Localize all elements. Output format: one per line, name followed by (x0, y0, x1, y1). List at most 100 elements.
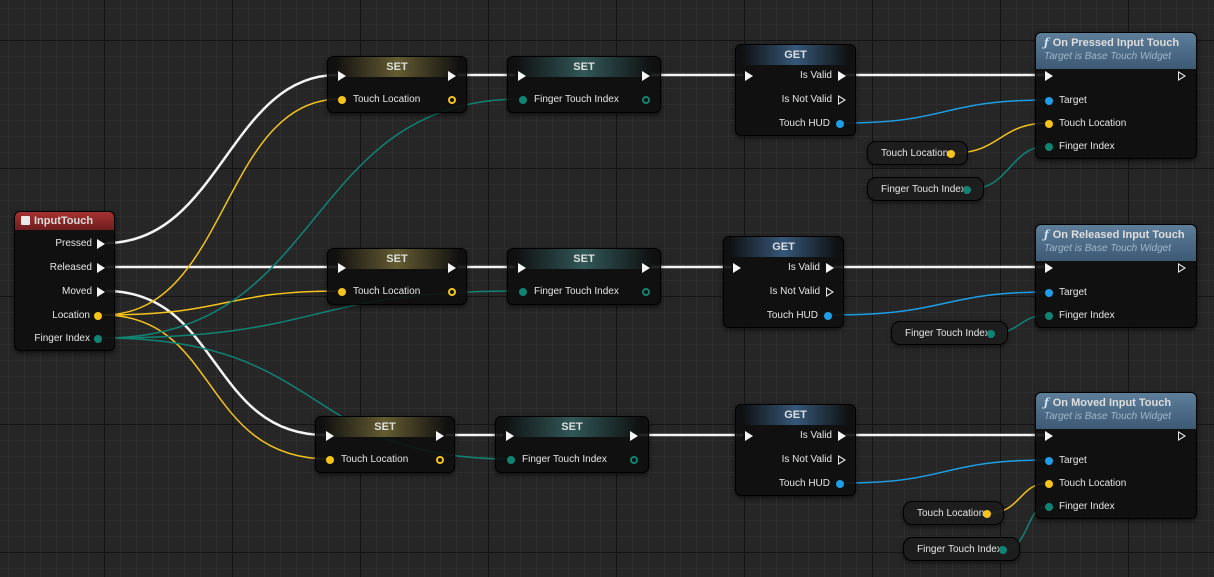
vector-wire (102, 98, 342, 316)
set-node-header: SET (508, 249, 660, 269)
function-title: On Released Input Touch (1052, 229, 1185, 241)
set-var-label: Finger Touch Index (522, 454, 607, 465)
function-icon: ƒ (1044, 228, 1049, 241)
finger-index-pin[interactable] (94, 335, 102, 343)
exec-in-pin[interactable] (745, 71, 753, 81)
pin-label-moved: Moved (61, 286, 92, 297)
set-finger-touch-index-node-moved[interactable]: SET Finger Touch Index (495, 416, 649, 473)
exec-in-pin[interactable] (1045, 431, 1053, 441)
exec-in-pin[interactable] (518, 71, 526, 81)
get-touch-hud-node-released[interactable]: GET Is Valid Is Not Valid Touch HUD (723, 236, 844, 328)
target-pin[interactable] (1045, 97, 1053, 105)
finger-index-out-pin[interactable] (999, 546, 1007, 554)
touch-location-out-pin[interactable] (983, 510, 991, 518)
finger-index-out-pin[interactable] (963, 186, 971, 194)
set-touch-location-node-moved[interactable]: SET Touch Location (315, 416, 455, 473)
exec-in-pin[interactable] (506, 431, 514, 441)
touch-location-getter[interactable]: Touch Location (867, 141, 968, 165)
pin-label-released: Released (49, 262, 92, 273)
exec-out-pin[interactable] (630, 431, 638, 441)
vector-wire (102, 314, 330, 460)
exec-wire (105, 73, 338, 245)
finger-index-pin[interactable] (1045, 143, 1053, 151)
exec-in-pin[interactable] (1045, 263, 1053, 273)
set-touch-location-node-pressed[interactable]: SET Touch Location (327, 56, 467, 113)
getter-label: Finger Touch Index (905, 328, 990, 339)
target-pin[interactable] (1045, 457, 1053, 465)
finger-index-out-pin[interactable] (642, 96, 650, 104)
touch-location-out-pin[interactable] (436, 456, 444, 464)
finger-index-out-pin[interactable] (630, 456, 638, 464)
input-touch-event-node[interactable]: InputTouch Pressed Released Moved Locati… (14, 211, 115, 351)
touch-location-pin[interactable] (1045, 480, 1053, 488)
is-valid-label: Is Valid (799, 70, 832, 81)
finger-index-out-pin[interactable] (987, 330, 995, 338)
set-node-header: SET (496, 417, 648, 437)
is-valid-exec-pin[interactable] (826, 263, 834, 273)
set-finger-touch-index-node-pressed[interactable]: SET Finger Touch Index (507, 56, 661, 113)
is-not-valid-exec-pin[interactable] (838, 455, 846, 465)
finger-index-in-pin[interactable] (507, 456, 515, 464)
touch-location-out-pin[interactable] (448, 288, 456, 296)
exec-in-pin[interactable] (326, 431, 334, 441)
get-touch-hud-node-moved[interactable]: GET Is Valid Is Not Valid Touch HUD (735, 404, 856, 496)
touch-location-out-pin[interactable] (947, 150, 955, 158)
get-touch-hud-node-pressed[interactable]: GET Is Valid Is Not Valid Touch HUD (735, 44, 856, 136)
touch-location-in-pin[interactable] (338, 96, 346, 104)
finger-index-in-pin[interactable] (519, 288, 527, 296)
exec-out-pin[interactable] (642, 71, 650, 81)
touch-location-in-pin[interactable] (326, 456, 334, 464)
target-label: Target (1059, 287, 1087, 298)
exec-in-pin[interactable] (1045, 71, 1053, 81)
exec-out-pin[interactable] (448, 263, 456, 273)
is-not-valid-label: Is Not Valid (781, 454, 832, 465)
object-wire (843, 459, 1049, 484)
set-finger-touch-index-node-released[interactable]: SET Finger Touch Index (507, 248, 661, 305)
set-var-label: Touch Location (353, 286, 421, 297)
exec-in-pin[interactable] (338, 71, 346, 81)
set-var-label: Touch Location (353, 94, 421, 105)
exec-out-pin[interactable] (436, 431, 444, 441)
target-pin[interactable] (1045, 289, 1053, 297)
is-valid-exec-pin[interactable] (838, 71, 846, 81)
is-not-valid-exec-pin[interactable] (826, 287, 834, 297)
touch-location-out-pin[interactable] (448, 96, 456, 104)
exec-pin-pressed[interactable] (97, 239, 105, 249)
finger-index-out-pin[interactable] (642, 288, 650, 296)
finger-touch-index-getter[interactable]: Finger Touch Index (891, 321, 1008, 345)
exec-in-pin[interactable] (733, 263, 741, 273)
event-node-header: InputTouch (15, 212, 114, 230)
exec-out-pin[interactable] (448, 71, 456, 81)
exec-out-pin[interactable] (642, 263, 650, 273)
location-pin[interactable] (94, 312, 102, 320)
finger-index-pin[interactable] (1045, 312, 1053, 320)
touch-hud-label: Touch HUD (778, 118, 830, 129)
finger-index-label: Finger Index (1059, 501, 1115, 512)
finger-touch-index-getter[interactable]: Finger Touch Index (867, 177, 984, 201)
exec-in-pin[interactable] (745, 431, 753, 441)
touch-location-getter[interactable]: Touch Location (903, 501, 1004, 525)
exec-out-pin[interactable] (1178, 431, 1186, 441)
touch-hud-pin[interactable] (836, 120, 844, 128)
exec-in-pin[interactable] (518, 263, 526, 273)
touch-location-in-pin[interactable] (338, 288, 346, 296)
exec-pin-moved[interactable] (97, 287, 105, 297)
exec-in-pin[interactable] (338, 263, 346, 273)
touch-hud-pin[interactable] (824, 312, 832, 320)
set-touch-location-node-released[interactable]: SET Touch Location (327, 248, 467, 305)
is-valid-exec-pin[interactable] (838, 431, 846, 441)
finger-touch-index-getter[interactable]: Finger Touch Index (903, 537, 1020, 561)
finger-index-pin[interactable] (1045, 503, 1053, 511)
is-not-valid-exec-pin[interactable] (838, 95, 846, 105)
touch-hud-pin[interactable] (836, 480, 844, 488)
finger-index-in-pin[interactable] (519, 96, 527, 104)
touch-location-label: Touch Location (1059, 118, 1127, 129)
touch-location-pin[interactable] (1045, 120, 1053, 128)
exec-out-pin[interactable] (1178, 71, 1186, 81)
exec-pin-released[interactable] (97, 263, 105, 273)
exec-out-pin[interactable] (1178, 263, 1186, 273)
